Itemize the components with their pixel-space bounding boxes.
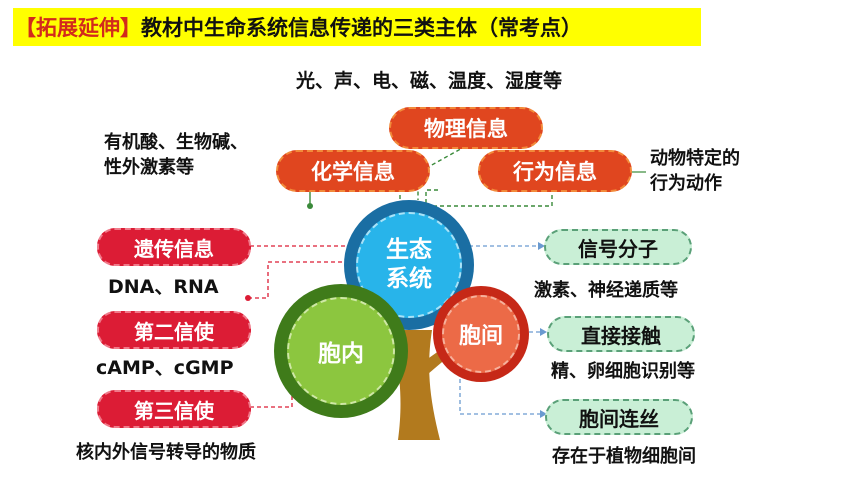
plasmodesmata-connector xyxy=(459,372,540,415)
chemical-info-pill: 化学信息 xyxy=(276,150,430,192)
title-tag: 【拓展延伸】 xyxy=(15,16,141,40)
second-messenger-pill: 第二信使 xyxy=(97,311,251,349)
signal-molecule-pill: 信号分子 xyxy=(544,229,692,265)
behavioral-examples-line2: 行为动作 xyxy=(650,173,722,194)
page-title: 教材中生命系统信息传递的三类主体（常考点） xyxy=(141,16,582,40)
chemical-dot xyxy=(307,203,313,209)
signal-molecule-arrow xyxy=(538,242,545,250)
plasmodesmata-arrow xyxy=(540,410,547,418)
signal-molecule-desc: 激素、神经递质等 xyxy=(534,280,678,301)
direct-contact-desc: 精、卵细胞识别等 xyxy=(551,361,695,382)
physical-info-pill: 物理信息 xyxy=(389,107,543,149)
chemical-examples-line2: 性外激素等 xyxy=(104,157,194,178)
third-messenger-desc: 核内外信号转导的物质 xyxy=(76,442,256,463)
direct-contact-arrow xyxy=(540,328,547,336)
direct-contact-pill: 直接接触 xyxy=(547,316,695,352)
behavioral-examples-line1: 动物特定的 xyxy=(650,148,740,169)
intracellular-circle: 胞内 xyxy=(287,297,395,405)
second-messenger-desc: cAMP、cGMP xyxy=(96,357,234,379)
plasmodesmata-pill: 胞间连丝 xyxy=(545,399,693,435)
behavioral-info-pill: 行为信息 xyxy=(478,150,632,192)
title-bar: 【拓展延伸】教材中生命系统信息传递的三类主体（常考点） xyxy=(13,8,701,46)
intracellular-trunk-connector xyxy=(248,261,356,299)
ecosystem-label-line2: 系统 xyxy=(386,266,432,292)
genetic-info-desc: DNA、RNA xyxy=(108,276,219,298)
genetic-dot xyxy=(245,295,251,301)
ecosystem-label-line1: 生态 xyxy=(386,237,432,264)
plasmodesmata-desc: 存在于植物细胞间 xyxy=(552,446,696,467)
intercellular-circle: 胞间 xyxy=(442,295,520,373)
physical-examples: 光、声、电、磁、温度、湿度等 xyxy=(296,70,563,92)
third-messenger-pill: 第三信使 xyxy=(97,390,251,428)
chemical-examples-line1: 有机酸、生物碱、 xyxy=(104,132,248,153)
genetic-info-pill: 遗传信息 xyxy=(97,228,251,266)
